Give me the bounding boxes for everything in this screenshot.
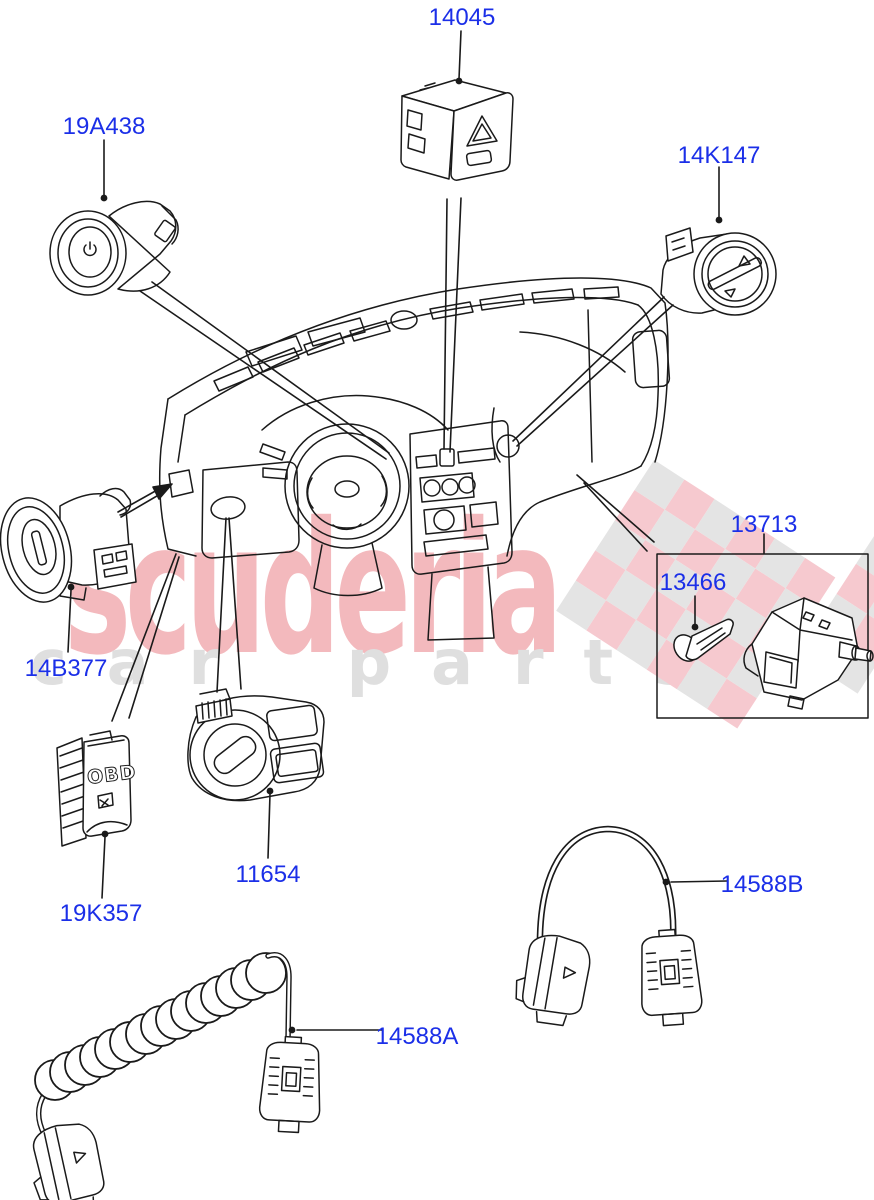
obd-cover-drawing: OBD [56, 730, 138, 847]
bulb-13466-drawing [673, 618, 734, 662]
start-stop-switch-drawing [49, 200, 179, 296]
coiled-cable-drawing [21, 952, 325, 1200]
part-label-14045[interactable]: 14045 [428, 4, 496, 31]
rotary-switch-drawing [660, 227, 777, 316]
headlamp-switch-drawing [187, 688, 325, 802]
part-label-14K147[interactable]: 14K147 [677, 142, 761, 169]
part-label-19K357[interactable]: 19K357 [59, 900, 143, 927]
part-label-11654[interactable]: 11654 [235, 861, 301, 888]
part-label-13713[interactable]: 13713 [730, 511, 798, 538]
part-label-14588B[interactable]: 14588B [720, 871, 804, 898]
part-label-14588A[interactable]: 14588A [375, 1023, 459, 1050]
dashboard-drawing [158, 277, 671, 641]
ignition-switch-drawing [0, 487, 137, 603]
hazard-switch-drawing [400, 79, 514, 181]
part-label-13466[interactable]: 13466 [659, 569, 727, 596]
part-label-19A438[interactable]: 19A438 [62, 113, 146, 140]
leader-lines [67, 30, 765, 1034]
brake-switch-drawing [743, 597, 874, 710]
part-label-14B377[interactable]: 14B377 [24, 655, 108, 682]
jumper-cable-drawing [510, 825, 705, 1029]
